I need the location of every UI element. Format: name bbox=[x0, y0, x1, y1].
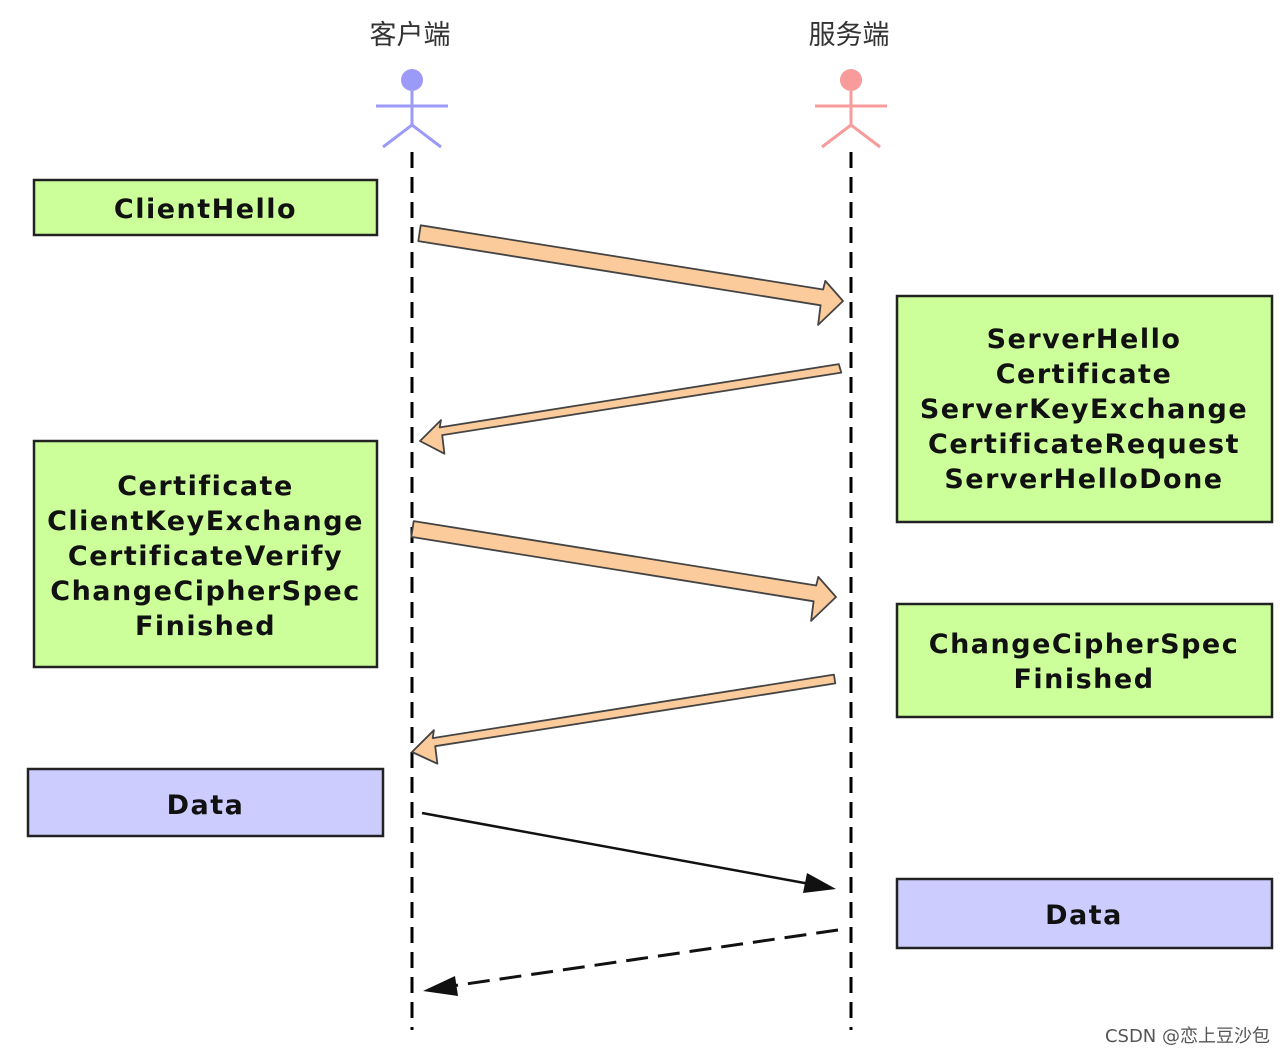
arrow-server-data bbox=[451, 928, 839, 988]
arrow-server-hello bbox=[419, 363, 843, 455]
client-hello-text: ClientHello bbox=[114, 194, 297, 225]
certificate-request-line: CertificateRequest bbox=[928, 429, 1240, 460]
client-change-cipher-spec-line: ChangeCipherSpec bbox=[50, 576, 360, 607]
arrow-client-key-exchange bbox=[410, 520, 837, 622]
server-hello-line: ServerHello bbox=[987, 324, 1182, 355]
server-change-cipher-spec-line: ChangeCipherSpec bbox=[929, 629, 1239, 660]
arrow-server-data-head bbox=[423, 976, 458, 996]
certificate-verify-line: CertificateVerify bbox=[68, 541, 343, 572]
server-finished-line: Finished bbox=[1013, 664, 1154, 695]
client-certificate-line: Certificate bbox=[117, 471, 294, 502]
server-hello-done-line: ServerHelloDone bbox=[944, 464, 1223, 495]
arrow-server-finished bbox=[411, 673, 837, 765]
client-hello-box: ClientHello bbox=[32, 178, 379, 237]
watermark: CSDN @恋上豆沙包 bbox=[1105, 1025, 1270, 1047]
client-actor-icon bbox=[376, 69, 448, 149]
server-certificate-line: Certificate bbox=[996, 359, 1173, 390]
server-actor-icon bbox=[815, 69, 887, 149]
server-finished-box: ChangeCipherSpec Finished bbox=[895, 602, 1274, 719]
client-data-box: Data bbox=[26, 767, 385, 838]
arrow-client-data-head bbox=[803, 873, 836, 893]
client-finished-line: Finished bbox=[135, 611, 276, 642]
arrow-client-data bbox=[421, 811, 811, 886]
server-data-text: Data bbox=[1045, 900, 1123, 931]
client-key-box: Certificate ClientKeyExchange Certificat… bbox=[32, 439, 379, 669]
client-actor-label: 客户端 bbox=[370, 20, 451, 51]
server-actor-label: 服务端 bbox=[809, 20, 890, 51]
arrow-client-hello bbox=[417, 224, 844, 326]
server-key-exchange-line: ServerKeyExchange bbox=[920, 394, 1248, 425]
client-data-text: Data bbox=[167, 790, 245, 821]
server-data-box: Data bbox=[895, 877, 1274, 950]
server-hello-box: ServerHello Certificate ServerKeyExchang… bbox=[895, 294, 1274, 524]
client-key-exchange-line: ClientKeyExchange bbox=[47, 506, 364, 537]
